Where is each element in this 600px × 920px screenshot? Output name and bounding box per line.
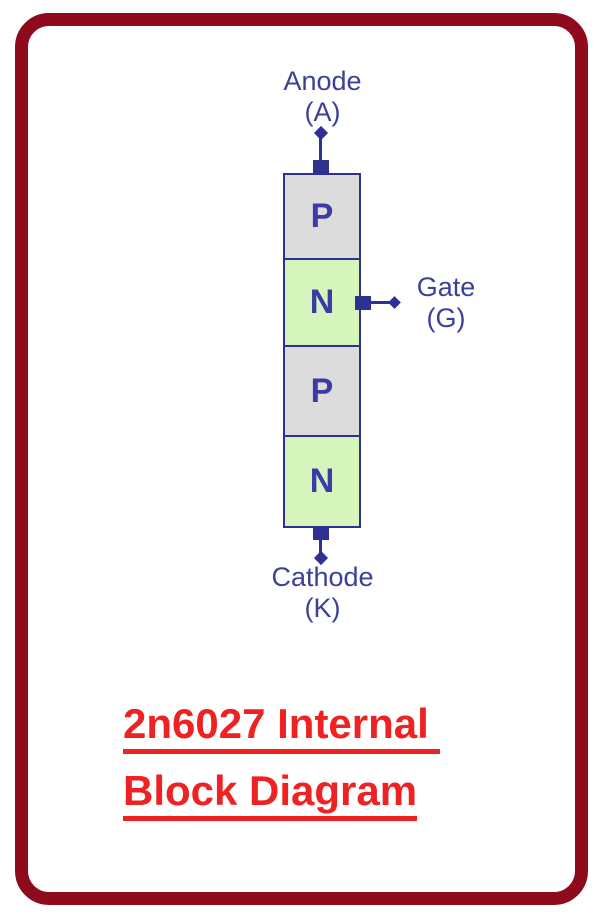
cathode-lead-line bbox=[319, 538, 322, 557]
cathode-contact-square bbox=[313, 526, 329, 540]
gate-label: Gate (G) bbox=[396, 272, 496, 334]
layer-block-p-middle: P bbox=[283, 345, 361, 437]
cathode-label-symbol: (K) bbox=[304, 593, 341, 623]
anode-lead-line bbox=[319, 134, 322, 162]
gate-label-name: Gate bbox=[416, 272, 476, 302]
anode-label: Anode (A) bbox=[240, 66, 405, 128]
anode-label-symbol: (A) bbox=[304, 97, 341, 127]
cathode-label-name: Cathode bbox=[271, 562, 374, 592]
gate-label-symbol: (G) bbox=[426, 303, 466, 333]
page-title-line2: Block Diagram bbox=[123, 757, 440, 824]
pnpn-layer-stack: P N P N bbox=[283, 173, 361, 528]
page-title-line1: 2n6027 Internal bbox=[123, 690, 441, 757]
layer-block-n-gate: N bbox=[283, 258, 361, 347]
anode-contact-square bbox=[313, 160, 329, 174]
page-title: 2n6027 Internal Block Diagram bbox=[123, 690, 441, 824]
layer-block-p-top: P bbox=[283, 173, 361, 260]
cathode-label: Cathode (K) bbox=[240, 562, 405, 624]
gate-contact-square bbox=[355, 296, 371, 310]
layer-block-n-bottom: N bbox=[283, 435, 361, 528]
gate-lead-line bbox=[369, 301, 392, 304]
anode-label-name: Anode bbox=[283, 66, 362, 96]
